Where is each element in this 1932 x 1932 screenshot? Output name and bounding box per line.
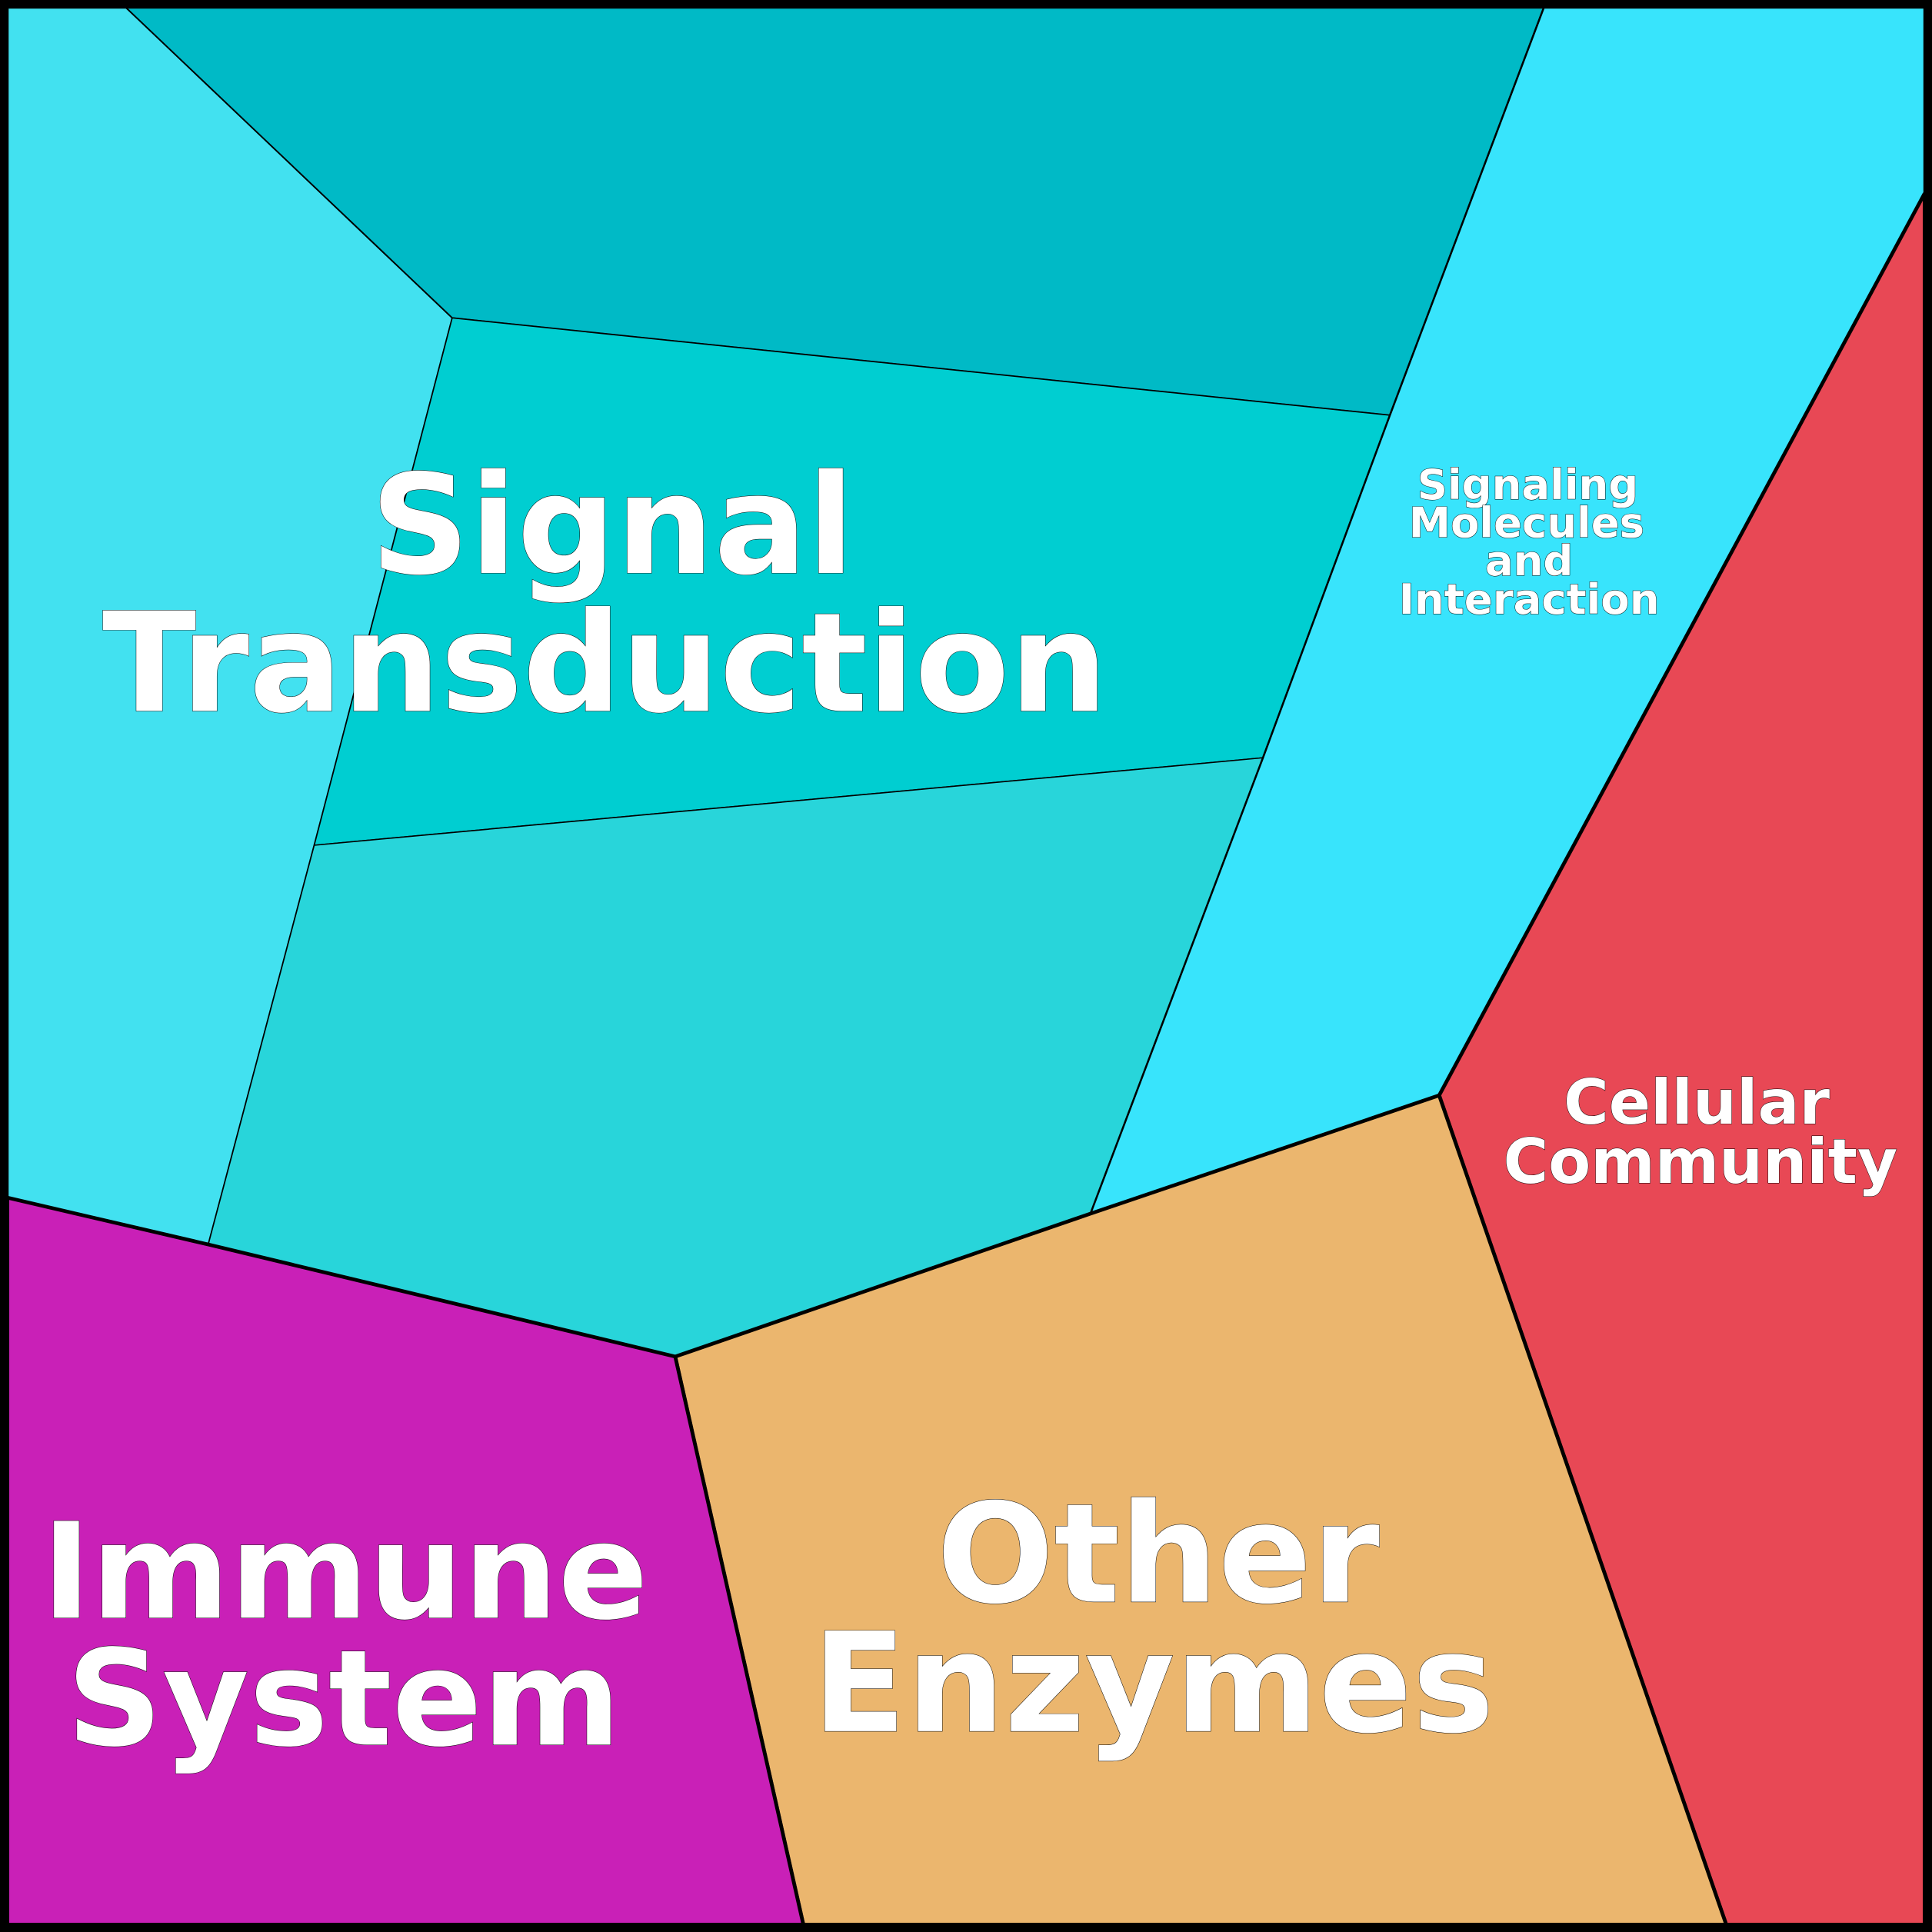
- label-cellular-community: Cellular Community: [1503, 1067, 1898, 1198]
- label-line: Community: [1503, 1126, 1897, 1198]
- label-line: Other: [937, 1474, 1380, 1635]
- label-line: Molecules: [1409, 498, 1644, 547]
- label-line: Cellular: [1564, 1067, 1830, 1138]
- label-immune-system: Immune System: [42, 1494, 649, 1777]
- label-line: Enzymes: [812, 1604, 1494, 1764]
- label-other-enzymes: Other Enzymes: [812, 1474, 1495, 1764]
- label-line: Signal: [371, 445, 854, 606]
- label-line: Immune: [42, 1494, 648, 1649]
- label-line: and: [1485, 536, 1573, 585]
- label-signal-transduction: Signal Transduction: [102, 445, 1108, 744]
- label-line: Interaction: [1399, 575, 1660, 624]
- label-line: Signaling: [1417, 460, 1638, 509]
- label-line: System: [67, 1621, 621, 1776]
- label-line: Transduction: [102, 583, 1108, 744]
- label-signaling-molecules: Signaling Molecules and Interaction: [1398, 459, 1660, 624]
